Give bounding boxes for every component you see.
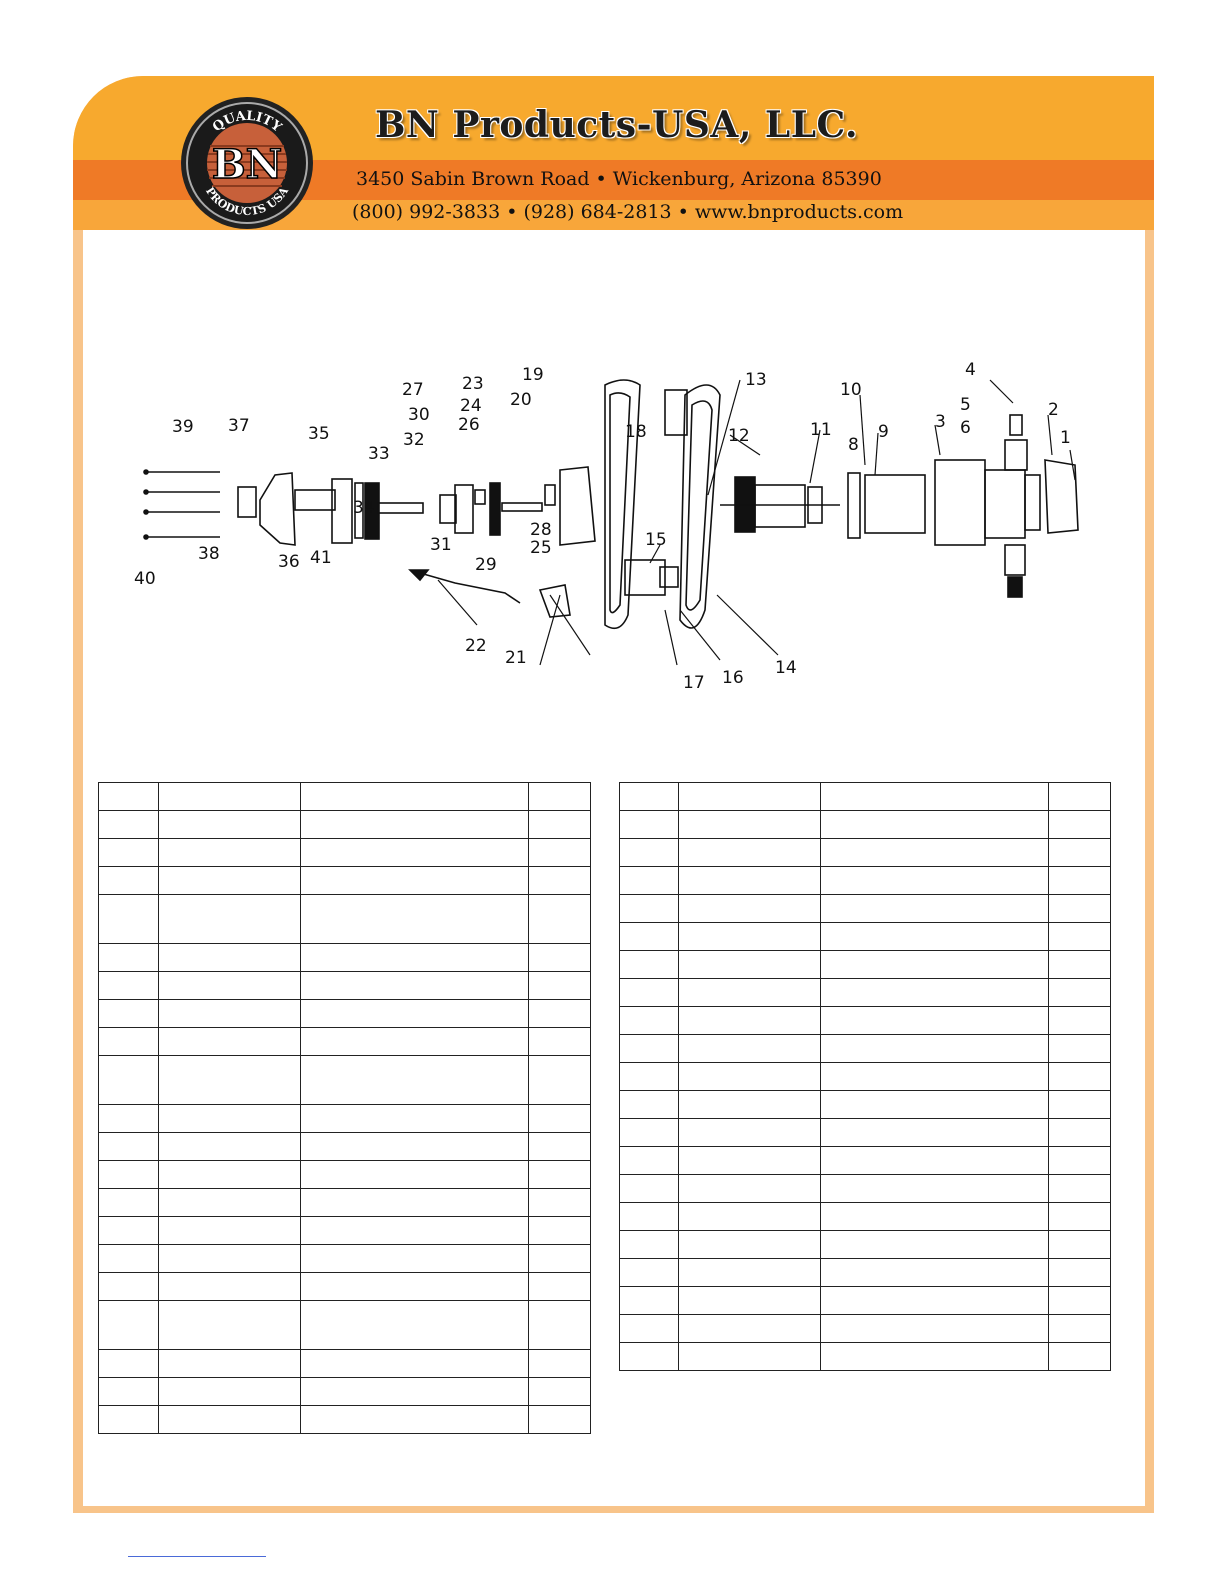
table-row bbox=[98, 1272, 591, 1301]
callout-16: 16 bbox=[722, 668, 744, 688]
callout-12: 12 bbox=[728, 426, 750, 446]
long-screws bbox=[143, 469, 220, 540]
callout-41: 41 bbox=[310, 548, 332, 568]
table-row bbox=[619, 1118, 1111, 1147]
callout-39: 39 bbox=[172, 417, 194, 437]
diagram-parts bbox=[143, 379, 1079, 630]
table-row bbox=[619, 1314, 1111, 1343]
table-row bbox=[98, 782, 591, 811]
callout-29: 29 bbox=[475, 555, 497, 575]
table-row bbox=[619, 1146, 1111, 1175]
table-row bbox=[98, 943, 591, 972]
callout-25: 25 bbox=[530, 538, 552, 558]
callout-32: 32 bbox=[403, 430, 425, 450]
callout-5: 5 bbox=[960, 395, 971, 415]
parts-table-left bbox=[98, 782, 591, 1434]
table-row bbox=[619, 1230, 1111, 1259]
callout-31: 31 bbox=[430, 535, 452, 555]
table-row bbox=[619, 1062, 1111, 1091]
callout-3: 3 bbox=[935, 412, 946, 432]
table-row bbox=[619, 922, 1111, 951]
callout-26: 26 bbox=[458, 415, 480, 435]
table-row bbox=[98, 1349, 591, 1378]
table-row bbox=[619, 1034, 1111, 1063]
callout-19: 19 bbox=[522, 365, 544, 385]
table-row bbox=[619, 1286, 1111, 1315]
company-contact: (800) 992-3833 • (928) 684-2813 • www.bn… bbox=[352, 201, 904, 223]
exploded-parts-diagram: 1 2 3 4 5 6 8 9 10 11 12 13 14 15 16 17 … bbox=[134, 360, 1079, 693]
table-row bbox=[619, 950, 1111, 979]
callout-34: 34 bbox=[353, 498, 375, 518]
callout-35: 35 bbox=[308, 424, 330, 444]
callout-14: 14 bbox=[775, 658, 797, 678]
table-row bbox=[98, 1188, 591, 1217]
table-row bbox=[619, 782, 1111, 811]
diagram-callout-lines bbox=[437, 379, 1076, 666]
callout-23: 23 bbox=[462, 374, 484, 394]
table-row bbox=[98, 1405, 591, 1434]
table-row bbox=[619, 1202, 1111, 1231]
parts-table-right bbox=[619, 782, 1111, 1371]
diagram-callouts: 1 2 3 4 5 6 8 9 10 11 12 13 14 15 16 17 … bbox=[134, 360, 1071, 693]
callout-18: 18 bbox=[625, 422, 647, 442]
callout-27: 27 bbox=[402, 380, 424, 400]
table-row bbox=[98, 1377, 591, 1406]
callout-22: 22 bbox=[465, 636, 487, 656]
table-row bbox=[619, 1258, 1111, 1287]
callout-2: 2 bbox=[1048, 400, 1059, 420]
table-row bbox=[619, 1006, 1111, 1035]
table-row bbox=[98, 1104, 591, 1133]
callout-11: 11 bbox=[810, 420, 832, 440]
company-name: BN Products-USA, LLC. bbox=[375, 104, 859, 146]
callout-6: 6 bbox=[960, 418, 971, 438]
callout-24: 24 bbox=[460, 396, 482, 416]
table-row bbox=[98, 1160, 591, 1189]
callout-13: 13 bbox=[745, 370, 767, 390]
company-logo: QUALITY PRODUCTS USA BN bbox=[181, 97, 313, 229]
table-row bbox=[98, 999, 591, 1028]
table-row bbox=[98, 1132, 591, 1161]
table-row bbox=[98, 1244, 591, 1273]
table-row bbox=[98, 1216, 591, 1245]
table-row bbox=[619, 1342, 1111, 1371]
table-row bbox=[619, 810, 1111, 839]
table-row bbox=[619, 866, 1111, 895]
table-row bbox=[98, 1300, 591, 1350]
table-row bbox=[98, 971, 591, 1000]
table-row bbox=[619, 1174, 1111, 1203]
callout-21: 21 bbox=[505, 648, 527, 668]
callout-10: 10 bbox=[840, 380, 862, 400]
callout-30: 30 bbox=[408, 405, 430, 425]
table-row bbox=[98, 810, 591, 839]
table-row bbox=[98, 838, 591, 867]
callout-9: 9 bbox=[878, 422, 889, 442]
callout-40: 40 bbox=[134, 569, 156, 589]
company-address: 3450 Sabin Brown Road • Wickenburg, Ariz… bbox=[356, 168, 882, 190]
callout-28: 28 bbox=[530, 520, 552, 540]
table-row bbox=[619, 1090, 1111, 1119]
callout-20: 20 bbox=[510, 390, 532, 410]
callout-8: 8 bbox=[848, 435, 859, 455]
table-row bbox=[619, 894, 1111, 923]
table-row bbox=[619, 978, 1111, 1007]
callout-33: 33 bbox=[368, 444, 390, 464]
table-row bbox=[98, 894, 591, 944]
table-row bbox=[98, 1027, 591, 1056]
callout-1: 1 bbox=[1060, 428, 1071, 448]
logo-letters: BN bbox=[212, 141, 282, 188]
callout-37: 37 bbox=[228, 416, 250, 436]
callout-38: 38 bbox=[198, 544, 220, 564]
callout-36: 36 bbox=[278, 552, 300, 572]
footer-link-underline[interactable] bbox=[128, 1556, 266, 1557]
table-row bbox=[98, 866, 591, 895]
table-row bbox=[619, 838, 1111, 867]
callout-4: 4 bbox=[965, 360, 976, 380]
table-row bbox=[98, 1055, 591, 1105]
callout-17: 17 bbox=[683, 673, 705, 693]
callout-15: 15 bbox=[645, 530, 667, 550]
